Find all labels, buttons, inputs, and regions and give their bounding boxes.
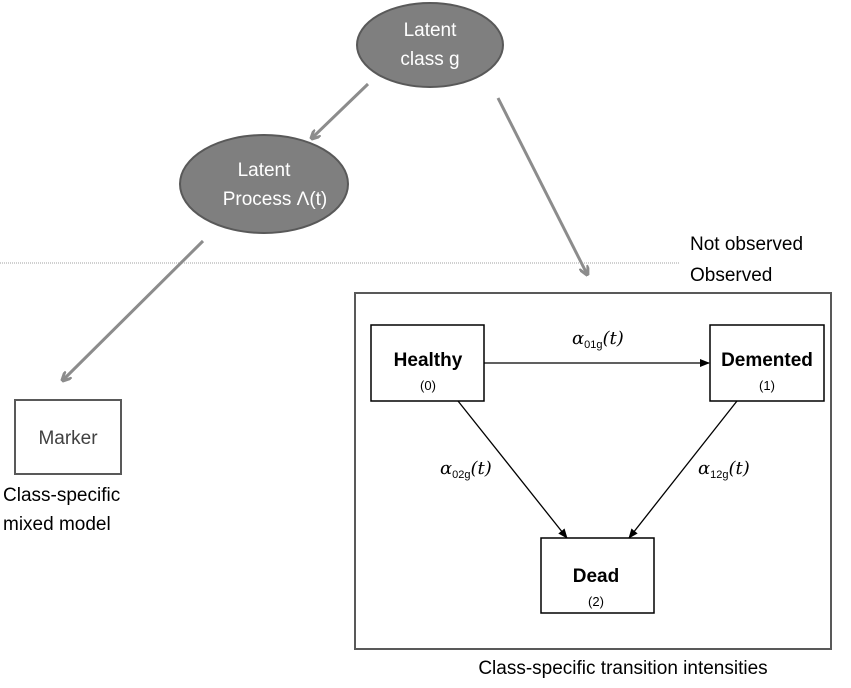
arrow-class-to-states: [496, 97, 587, 274]
demented-code: (1): [759, 378, 775, 393]
marker-caption-line1: Class-specific: [3, 485, 120, 506]
intensity-02-label: α02g(t): [440, 458, 492, 481]
arrow-healthy-to-dead: [457, 400, 568, 539]
marker-label: Marker: [38, 428, 98, 449]
demented-state: Demented (1): [709, 324, 825, 402]
not-observed-label: Not observed: [690, 234, 803, 255]
latent-class-node: Latent class g: [356, 2, 504, 88]
illness-death-box: [354, 292, 832, 650]
latent-class-line2: class g: [400, 49, 459, 70]
latent-process-node: Latent Process Λ(t): [179, 134, 349, 234]
arrow-class-to-process: [312, 82, 370, 138]
healthy-code: (0): [420, 378, 436, 393]
intensity-12-label: α12g(t): [698, 458, 750, 481]
healthy-label: Healthy: [394, 350, 463, 371]
arrow-demented-to-dead: [628, 400, 738, 539]
dead-code: (2): [588, 594, 604, 609]
demented-label: Demented: [721, 350, 813, 371]
dead-state: Dead (2): [540, 537, 655, 614]
latent-class-line1: Latent: [404, 20, 458, 41]
intensity-01-label: α01g(t): [572, 328, 624, 351]
marker-node: Marker: [14, 399, 122, 475]
transition-box-caption: Class-specific transition intensities: [478, 658, 767, 679]
observed-label: Observed: [690, 265, 772, 286]
dead-label: Dead: [573, 566, 619, 587]
latent-process-line2: Process Λ(t): [223, 189, 328, 210]
arrow-process-to-marker: [63, 239, 205, 380]
healthy-state: Healthy (0): [370, 324, 485, 402]
marker-caption-line2: mixed model: [3, 514, 111, 535]
latent-process-line1: Latent: [238, 160, 292, 181]
